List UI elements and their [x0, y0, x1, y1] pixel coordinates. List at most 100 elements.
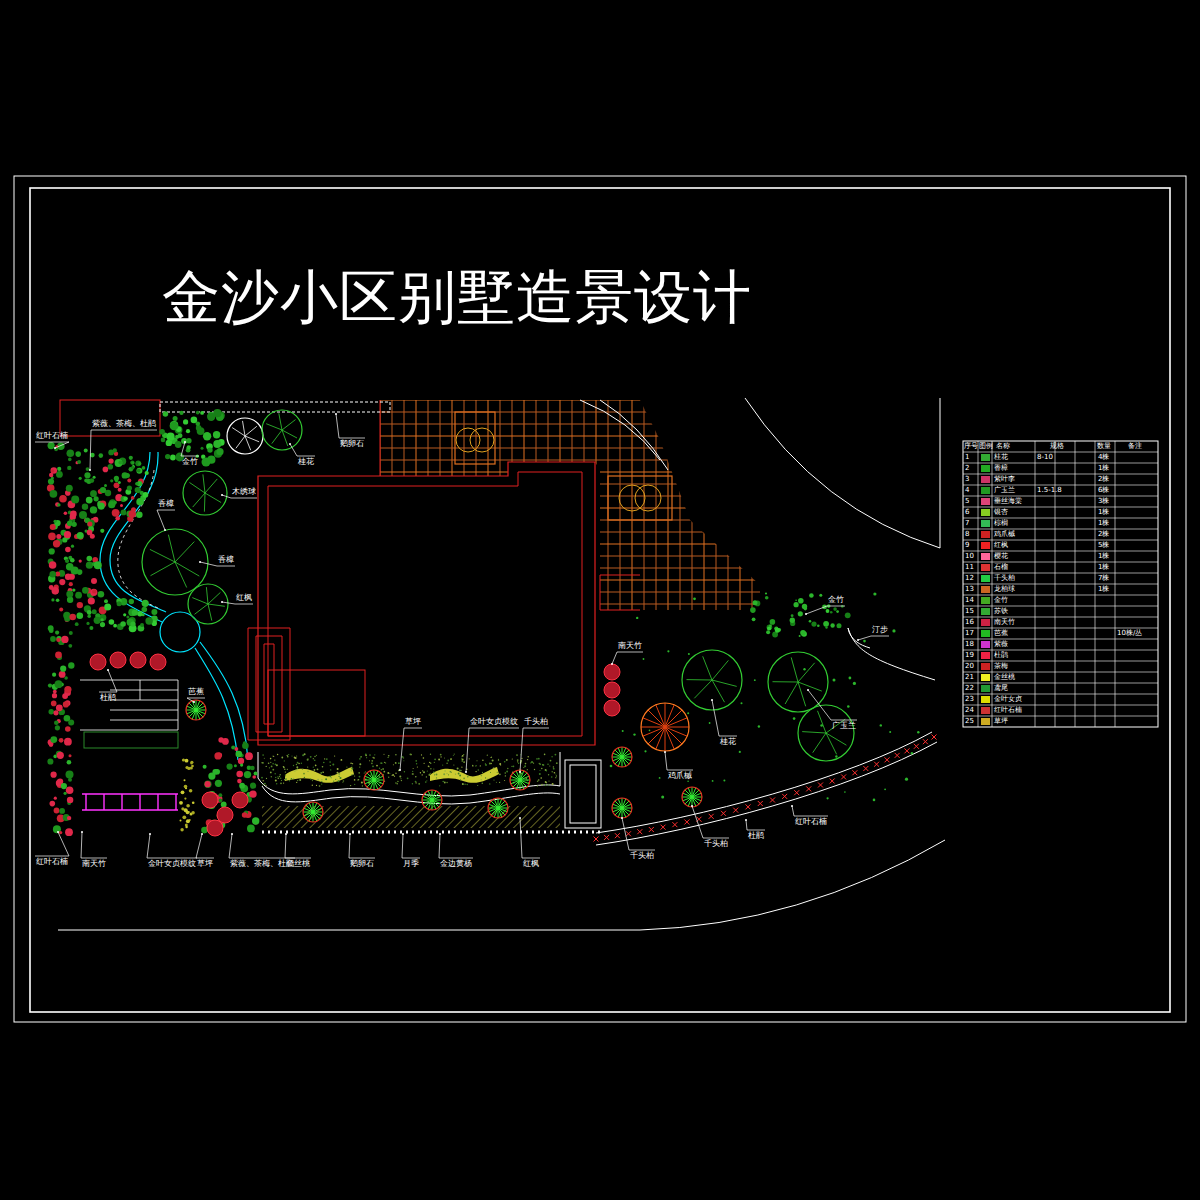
shrub-symbol [272, 763, 274, 765]
shrub-symbol [55, 652, 62, 659]
shrub-symbol [50, 490, 58, 498]
shrub-symbol [180, 828, 183, 831]
shrub-symbol [555, 773, 556, 774]
shrub-symbol [397, 783, 398, 784]
paving-line [376, 484, 770, 485]
table-cell: 3 [965, 476, 969, 483]
shrub-symbol [50, 736, 57, 743]
shrub-symbol [369, 754, 371, 756]
wall-mark [604, 835, 609, 840]
shrub-symbol [799, 635, 801, 637]
shrub-symbol [287, 755, 288, 756]
leader-underline [99, 692, 117, 693]
plant-callout: 桂花 [298, 458, 314, 466]
shrub-symbol [397, 781, 399, 783]
leader-underline [231, 498, 257, 499]
shrub-symbol [47, 759, 53, 765]
shrub-symbol [316, 755, 317, 756]
shrub-symbol [92, 589, 96, 593]
plant-burst [665, 727, 674, 749]
shrub-symbol [540, 763, 542, 765]
legend-swatch [981, 498, 990, 505]
shrub-symbol [523, 767, 524, 768]
leader-dot [711, 699, 713, 701]
shrub-symbol [86, 562, 93, 569]
paving-line [704, 396, 705, 614]
shrub-symbol [276, 783, 277, 784]
shrub-symbol [403, 757, 404, 758]
shrub-symbol [467, 776, 469, 778]
plant-callout: 月季 [403, 860, 419, 868]
shrub-symbol [90, 506, 97, 513]
shrub-symbol [59, 495, 67, 503]
shrub-symbol [317, 779, 319, 781]
shrub-symbol [321, 783, 322, 784]
shrub-symbol [238, 758, 244, 764]
paving-line [716, 396, 717, 614]
shrub-symbol [87, 530, 93, 536]
shrub-symbol [537, 785, 538, 786]
shrub-symbol [322, 772, 323, 773]
shrub-symbol [823, 621, 829, 627]
shrub-symbol [262, 754, 264, 756]
plant-callout: 南天竹 [618, 642, 642, 650]
plant-burst [489, 808, 498, 812]
plant-outline [186, 700, 206, 720]
paving-line [620, 396, 621, 614]
shrub-symbol [739, 751, 741, 753]
leader-underline [522, 858, 540, 859]
shrub-symbol [145, 471, 149, 475]
shrub-symbol [184, 798, 186, 800]
shrub-symbol [291, 778, 293, 780]
shrub-symbol [383, 771, 385, 773]
shrub-symbol [130, 460, 134, 464]
shrub-symbol [277, 776, 278, 777]
tree-branch [703, 656, 712, 680]
shrub-symbol [538, 779, 540, 781]
shrub-symbol [384, 754, 385, 755]
wall-mark [904, 748, 909, 753]
shrub-symbol [192, 802, 195, 805]
shrub-symbol [130, 621, 135, 626]
leader-line [81, 832, 82, 858]
shrub-symbol [287, 769, 288, 770]
paving-line [584, 396, 585, 614]
shrub-symbol [313, 767, 314, 768]
fence-strip [160, 402, 390, 412]
shrub-symbol [412, 773, 414, 775]
shrub-symbol [113, 624, 117, 628]
shrub-symbol [847, 705, 850, 708]
shrub-symbol [459, 775, 461, 777]
table-col-line [1075, 441, 1076, 727]
shrub-symbol [90, 478, 95, 483]
shrub-symbol [407, 777, 409, 779]
shrub-symbol [205, 781, 211, 787]
shrub-symbol [88, 597, 95, 604]
wall-mark [794, 790, 799, 795]
shrub-symbol [379, 768, 380, 769]
shrub-symbol [354, 775, 355, 776]
shrub-symbol [270, 762, 271, 763]
shrub-symbol [283, 766, 284, 767]
table-cell: 19 [965, 652, 974, 659]
table-col-line [1035, 441, 1036, 727]
shrub-symbol [505, 775, 506, 776]
paving-line [764, 396, 765, 614]
leader-line [746, 820, 747, 830]
leader-underline [157, 510, 175, 511]
shrub-symbol [388, 755, 390, 757]
shrub-symbol [542, 764, 543, 765]
leader-line [229, 834, 232, 858]
shrub-symbol [84, 449, 88, 453]
shrub-symbol [423, 771, 425, 773]
shrub-ball [150, 654, 166, 670]
leader-line [520, 818, 522, 858]
legend-swatch [981, 520, 990, 527]
leader-underline [439, 858, 473, 859]
shrub-symbol [545, 784, 547, 786]
plant-burst [432, 796, 441, 800]
shrub-symbol [284, 769, 285, 770]
plant-burst [622, 808, 626, 817]
legend-name: 茶梅 [994, 663, 1008, 670]
shrub-symbol [100, 618, 103, 621]
